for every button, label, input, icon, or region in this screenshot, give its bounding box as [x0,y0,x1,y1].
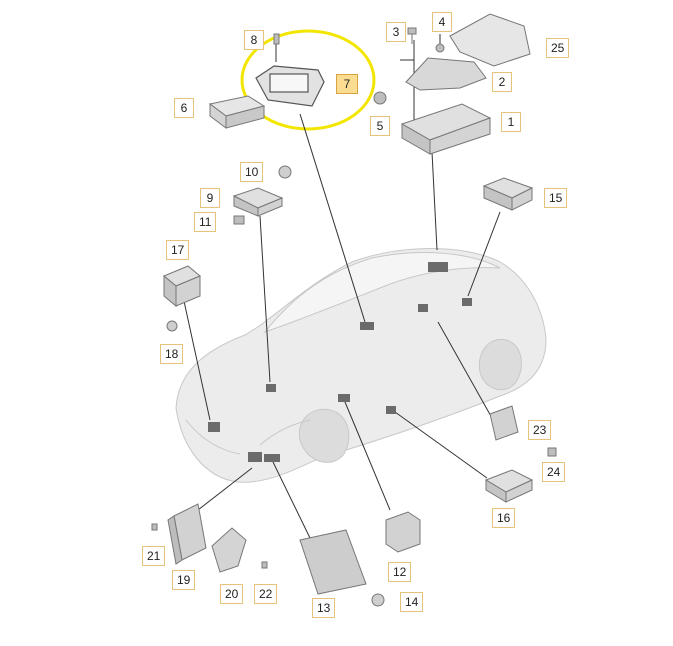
part-14-grommet[interactable] [371,593,385,607]
callout-part-14[interactable]: 14 [400,592,424,612]
part-4-nut[interactable] [435,43,445,53]
callout-part-16[interactable]: 16 [492,508,516,528]
callout-part-11[interactable]: 11 [194,212,217,232]
callout-part-20[interactable]: 20 [220,584,244,604]
callout-part-22[interactable]: 22 [254,584,278,604]
part-3-bolt[interactable] [407,27,417,44]
callout-part-10[interactable]: 10 [240,162,264,182]
callout-part-1[interactable]: 1 [501,112,521,132]
callout-part-21[interactable]: 21 [142,546,166,566]
part-10-grommet[interactable] [278,165,292,179]
part-19-module[interactable] [167,503,207,565]
part-5-grommet[interactable] [373,91,387,105]
part-2-bracket[interactable] [405,57,487,91]
callout-part-24[interactable]: 24 [542,462,566,482]
part-16-module[interactable] [484,469,534,503]
part-13-module[interactable] [299,529,367,595]
part-18-grommet[interactable] [166,320,178,332]
part-20-bracket[interactable] [211,527,247,573]
callout-part-19[interactable]: 19 [172,570,196,590]
part-25-cover[interactable] [449,13,531,67]
part-7-bracket[interactable] [255,38,325,107]
part-23-module[interactable] [489,405,519,441]
part-1-control-unit[interactable] [400,103,492,155]
part-9-module[interactable] [232,187,284,217]
mount-positions [208,262,472,462]
callout-part-13[interactable]: 13 [312,598,336,618]
part-6-module[interactable] [208,95,266,129]
callout-part-23[interactable]: 23 [528,420,552,440]
car-illustration [175,248,547,483]
part-12-module[interactable] [385,511,421,553]
part-15-module[interactable] [482,177,534,211]
callout-part-6[interactable]: 6 [174,98,194,118]
callout-part-25[interactable]: 25 [546,38,570,58]
callout-part-17[interactable]: 17 [166,240,190,260]
part-21-screw[interactable] [151,523,158,531]
callout-part-18[interactable]: 18 [160,344,184,364]
callout-part-15[interactable]: 15 [544,188,568,208]
part-22-screw[interactable] [261,561,268,569]
callout-part-4[interactable]: 4 [432,12,452,32]
highlight-ring [240,29,376,131]
part-17-module[interactable] [163,265,201,308]
callout-part-2[interactable]: 2 [492,72,512,92]
callout-part-8[interactable]: 8 [244,30,264,50]
callout-part-7[interactable]: 7 [336,74,358,94]
callout-part-5[interactable]: 5 [370,116,390,136]
part-11-clip[interactable] [233,215,245,225]
callout-part-3[interactable]: 3 [386,22,406,42]
callout-part-9[interactable]: 9 [200,188,220,208]
callout-part-12[interactable]: 12 [388,562,412,582]
part-24-clip[interactable] [547,447,557,457]
part-8-screw[interactable] [273,33,280,45]
